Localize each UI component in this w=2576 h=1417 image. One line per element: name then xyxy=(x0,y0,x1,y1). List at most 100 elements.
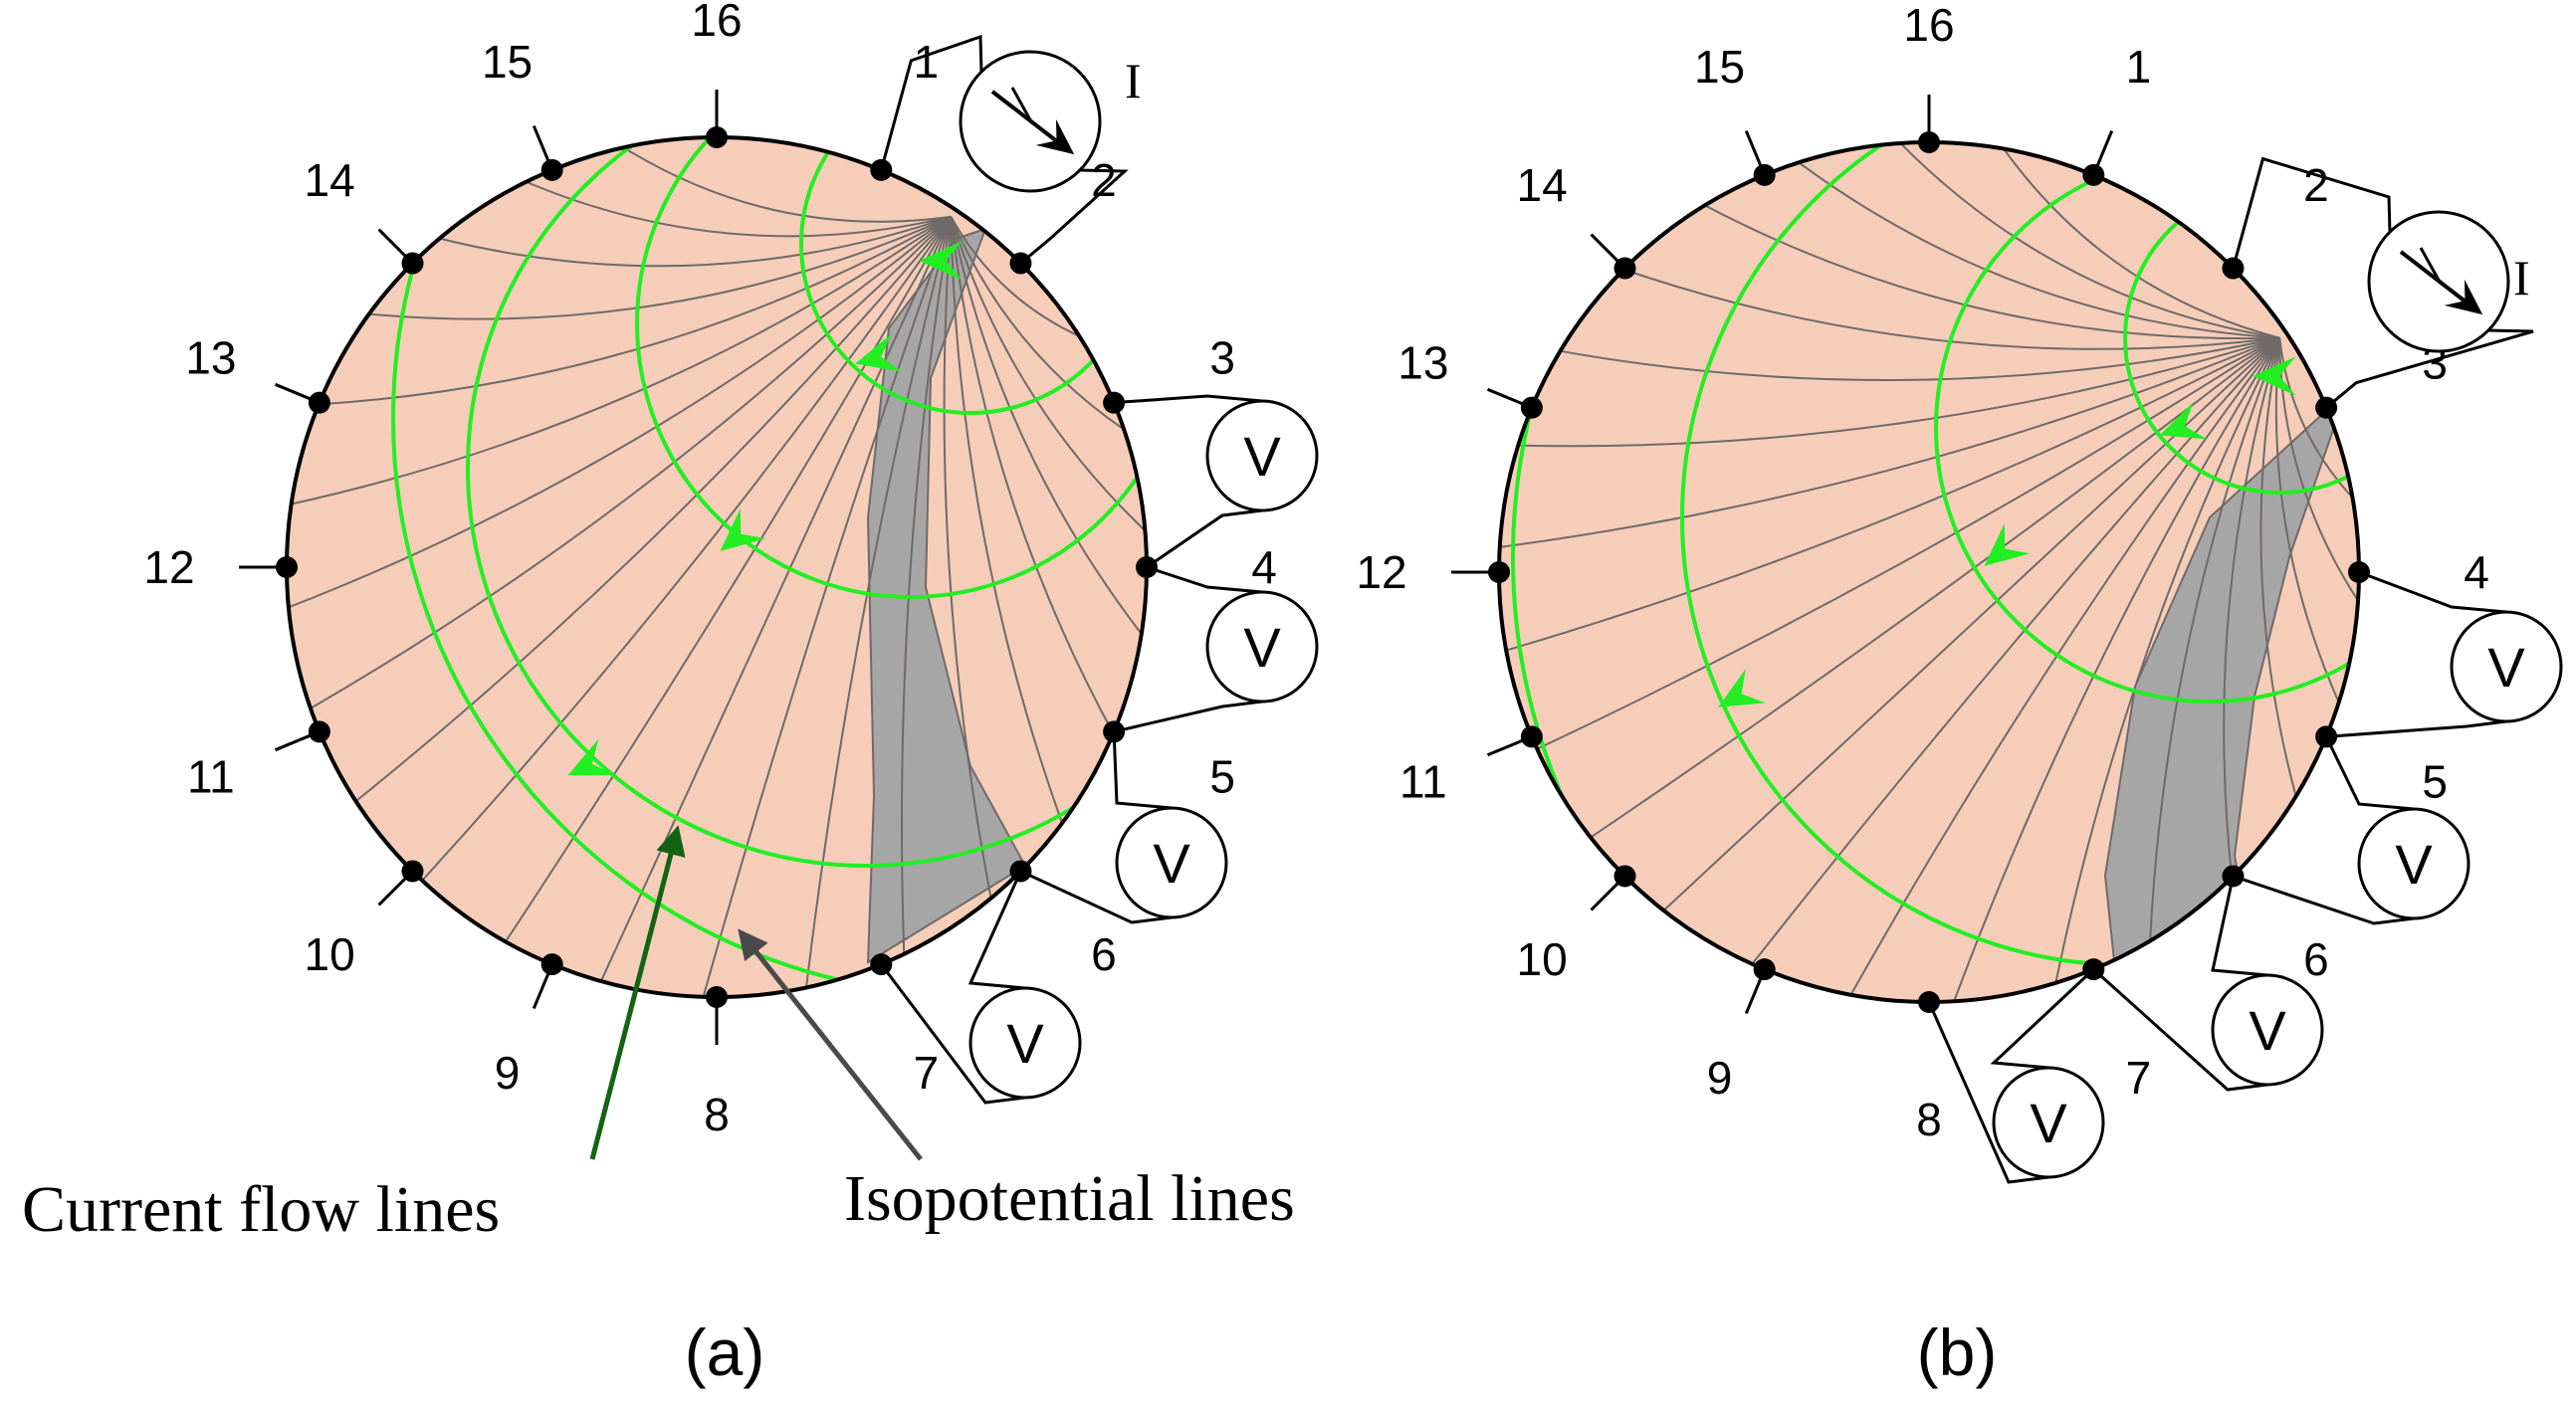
voltmeter-wire xyxy=(1112,731,1173,810)
isopotential-line xyxy=(439,215,952,268)
voltmeter-label: V xyxy=(2030,1092,2067,1154)
source-arrow-head xyxy=(2444,279,2483,315)
voltmeter-label: V xyxy=(2487,636,2525,699)
field-lines xyxy=(288,137,1147,997)
isopotential-line xyxy=(526,180,952,238)
current-flow-arrow xyxy=(720,507,766,551)
electrode-lead-10 xyxy=(1590,875,1626,911)
electrode-label-8: 8 xyxy=(704,1089,730,1140)
source-wire-out xyxy=(879,34,983,171)
current-flow-arrow xyxy=(2159,402,2208,440)
isopotential-line xyxy=(950,216,1125,431)
isopotential-line xyxy=(1662,336,2280,911)
annotations: Current flow lines Isopotential lines xyxy=(22,825,1295,1246)
isopotential-line xyxy=(1798,161,2280,339)
voltmeter-wire xyxy=(1927,1001,2049,1184)
electrode-label-4: 4 xyxy=(1251,541,1277,593)
isopotential-line xyxy=(288,215,953,609)
electrode-label-11: 11 xyxy=(187,750,235,802)
source-arrow-head xyxy=(1035,118,1075,155)
voltmeter-wire xyxy=(1019,870,1173,924)
isopotential-line xyxy=(291,215,952,506)
isopotential-line xyxy=(805,216,953,988)
isopotential-line xyxy=(622,146,952,223)
panel-b-caption: (b) xyxy=(1917,1316,1998,1389)
voltmeter-icon xyxy=(1115,806,1228,919)
voltmeter-label: V xyxy=(1243,616,1281,679)
current-flow-arrow xyxy=(1984,522,2031,566)
voltmeter-label: V xyxy=(1006,1012,1044,1075)
voltmeter-wire xyxy=(880,963,1026,1105)
isopotential-line xyxy=(2274,337,2340,704)
current-flow-arrow xyxy=(919,241,963,281)
electrode-label-7: 7 xyxy=(2126,1052,2152,1104)
isopotential-line xyxy=(1849,337,2281,996)
isopotential-annotation-arrow xyxy=(738,928,923,1161)
voltmeter-wire xyxy=(2358,570,2507,614)
isopotential-line xyxy=(2054,337,2281,984)
electrode-lead-9 xyxy=(532,963,554,1010)
electrode-lead-15 xyxy=(532,124,554,171)
electrode-label-13: 13 xyxy=(185,332,236,384)
voltmeter-wire xyxy=(967,870,1026,990)
electrode-label-5: 5 xyxy=(2422,755,2448,807)
current-flow-arrow xyxy=(2253,356,2296,396)
current-flow-line xyxy=(1511,142,2359,1002)
current-flow-arrow xyxy=(855,333,902,372)
voltmeter-wire xyxy=(1146,508,1263,569)
electrode-lead-1 xyxy=(2091,129,2114,176)
isopotential-line xyxy=(950,216,1080,337)
electrode-label-12: 12 xyxy=(143,541,194,593)
electrode-label-7: 7 xyxy=(914,1047,940,1099)
isopotential-line xyxy=(1536,336,2280,750)
source-arrow-shaft xyxy=(990,90,1064,147)
isopotential-line xyxy=(354,216,953,802)
isopotential-line xyxy=(900,216,953,954)
isopotential-line xyxy=(1505,336,2280,652)
isopotential-line xyxy=(1751,336,2281,965)
current-source-label: I xyxy=(2513,250,2530,305)
isopotential-line xyxy=(950,216,1143,635)
panel-a-caption: (a) xyxy=(685,1316,765,1389)
voltmeter-label: V xyxy=(1243,425,1281,488)
isopotential-line xyxy=(1899,142,2280,339)
source-wire-in xyxy=(2325,328,2534,409)
current-flow-line xyxy=(635,137,1147,599)
isopotential-line xyxy=(2259,337,2297,797)
current-source: I xyxy=(879,34,1142,265)
voltmeter-wire xyxy=(2211,876,2268,977)
isopotential-line xyxy=(599,216,953,982)
isopotential-line xyxy=(1953,337,2281,1002)
voltmeter-icon xyxy=(2211,973,2324,1087)
voltmeter-label: V xyxy=(2249,999,2286,1062)
voltmeter-wire xyxy=(1990,968,2095,1070)
voltmeter-wire xyxy=(2232,875,2415,925)
voltmeter-icon xyxy=(1992,1066,2105,1179)
voltmeter-label: V xyxy=(1153,832,1190,895)
electrode-label-16: 16 xyxy=(1903,0,1954,51)
current-flow-annotation-arrow xyxy=(589,825,686,1160)
electrode-label-5: 5 xyxy=(1209,750,1235,802)
electrode-lead-10 xyxy=(377,870,414,907)
electrode-label-11: 11 xyxy=(1399,755,1447,807)
electrode-lead-11 xyxy=(1486,734,1533,757)
isopotential-lines-label: Isopotential lines xyxy=(844,1162,1295,1235)
electrode-lead-11 xyxy=(274,729,321,752)
isopotential-line xyxy=(2003,147,2280,339)
voltmeters: V V V V xyxy=(880,394,1319,1105)
electrode-label-10: 10 xyxy=(1517,933,1568,985)
electrode-label-14: 14 xyxy=(1517,159,1568,211)
isopotential-line xyxy=(943,216,992,899)
source-wire-out xyxy=(2232,156,2392,269)
electrode-lead-14 xyxy=(377,228,414,265)
electrode-label-1: 1 xyxy=(914,36,940,88)
electrode-lead-15 xyxy=(1744,129,1767,176)
isopotential-line xyxy=(2149,337,2281,941)
isopotential-line xyxy=(950,216,1063,824)
voltmeter-wire xyxy=(2324,735,2415,811)
isopotential-line xyxy=(2223,337,2281,878)
